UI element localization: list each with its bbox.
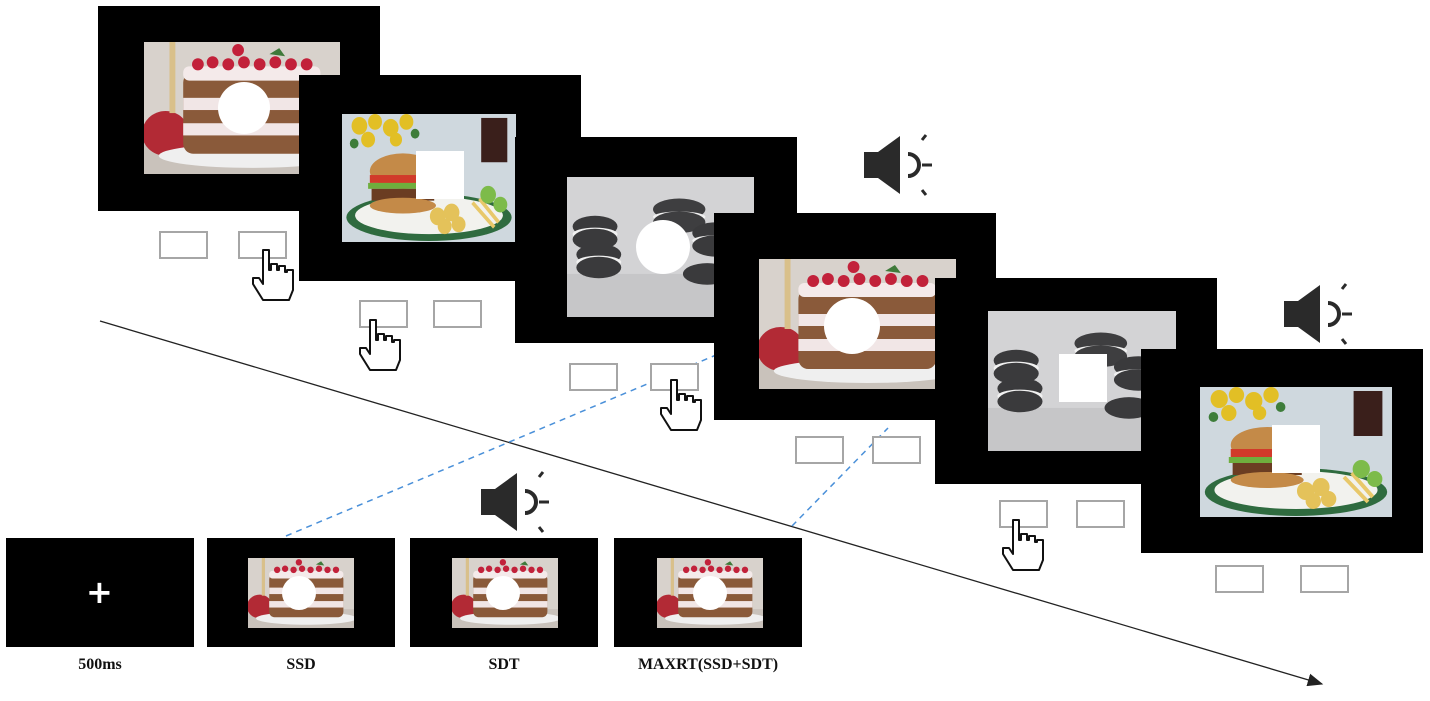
zoom-line-left <box>285 354 717 537</box>
pointing-hand-icon <box>660 379 702 431</box>
speaker-icon <box>481 471 549 533</box>
go-square <box>1272 425 1320 473</box>
right-response-key[interactable] <box>1300 565 1349 593</box>
fixation-screen: + <box>6 538 194 647</box>
stop-circle <box>282 576 316 610</box>
trial-screen-6 <box>1141 349 1423 553</box>
speaker-icon <box>1284 283 1352 345</box>
speaker-icon <box>864 134 932 196</box>
time-arrow <box>99 320 1324 687</box>
pointing-hand-icon <box>1002 519 1044 571</box>
ssd-screen <box>207 538 395 647</box>
caption-maxrt: MAXRT(SSD+SDT) <box>637 656 779 673</box>
caption-sdt: SDT <box>488 656 520 673</box>
stop-circle <box>636 220 690 274</box>
left-response-key[interactable] <box>359 300 408 328</box>
go-square <box>416 151 464 199</box>
left-response-key[interactable] <box>569 363 618 391</box>
left-response-key[interactable] <box>795 436 844 464</box>
sdt-screen <box>410 538 598 647</box>
caption-500ms: 500ms <box>78 656 122 673</box>
right-response-key[interactable] <box>872 436 921 464</box>
left-response-key[interactable] <box>999 500 1048 528</box>
stop-circle <box>824 298 880 354</box>
fixation-cross-icon: + <box>86 573 113 611</box>
pointing-hand-icon <box>252 249 294 301</box>
stop-circle <box>486 576 520 610</box>
left-response-key[interactable] <box>159 231 208 259</box>
caption-ssd: SSD <box>286 656 316 673</box>
stop-circle <box>693 576 727 610</box>
stop-circle <box>218 82 270 134</box>
right-response-key[interactable] <box>433 300 482 328</box>
pointing-hand-icon <box>359 319 401 371</box>
maxrt-screen <box>614 538 802 647</box>
go-square <box>1059 354 1107 402</box>
right-response-key[interactable] <box>1076 500 1125 528</box>
left-response-key[interactable] <box>1215 565 1264 593</box>
